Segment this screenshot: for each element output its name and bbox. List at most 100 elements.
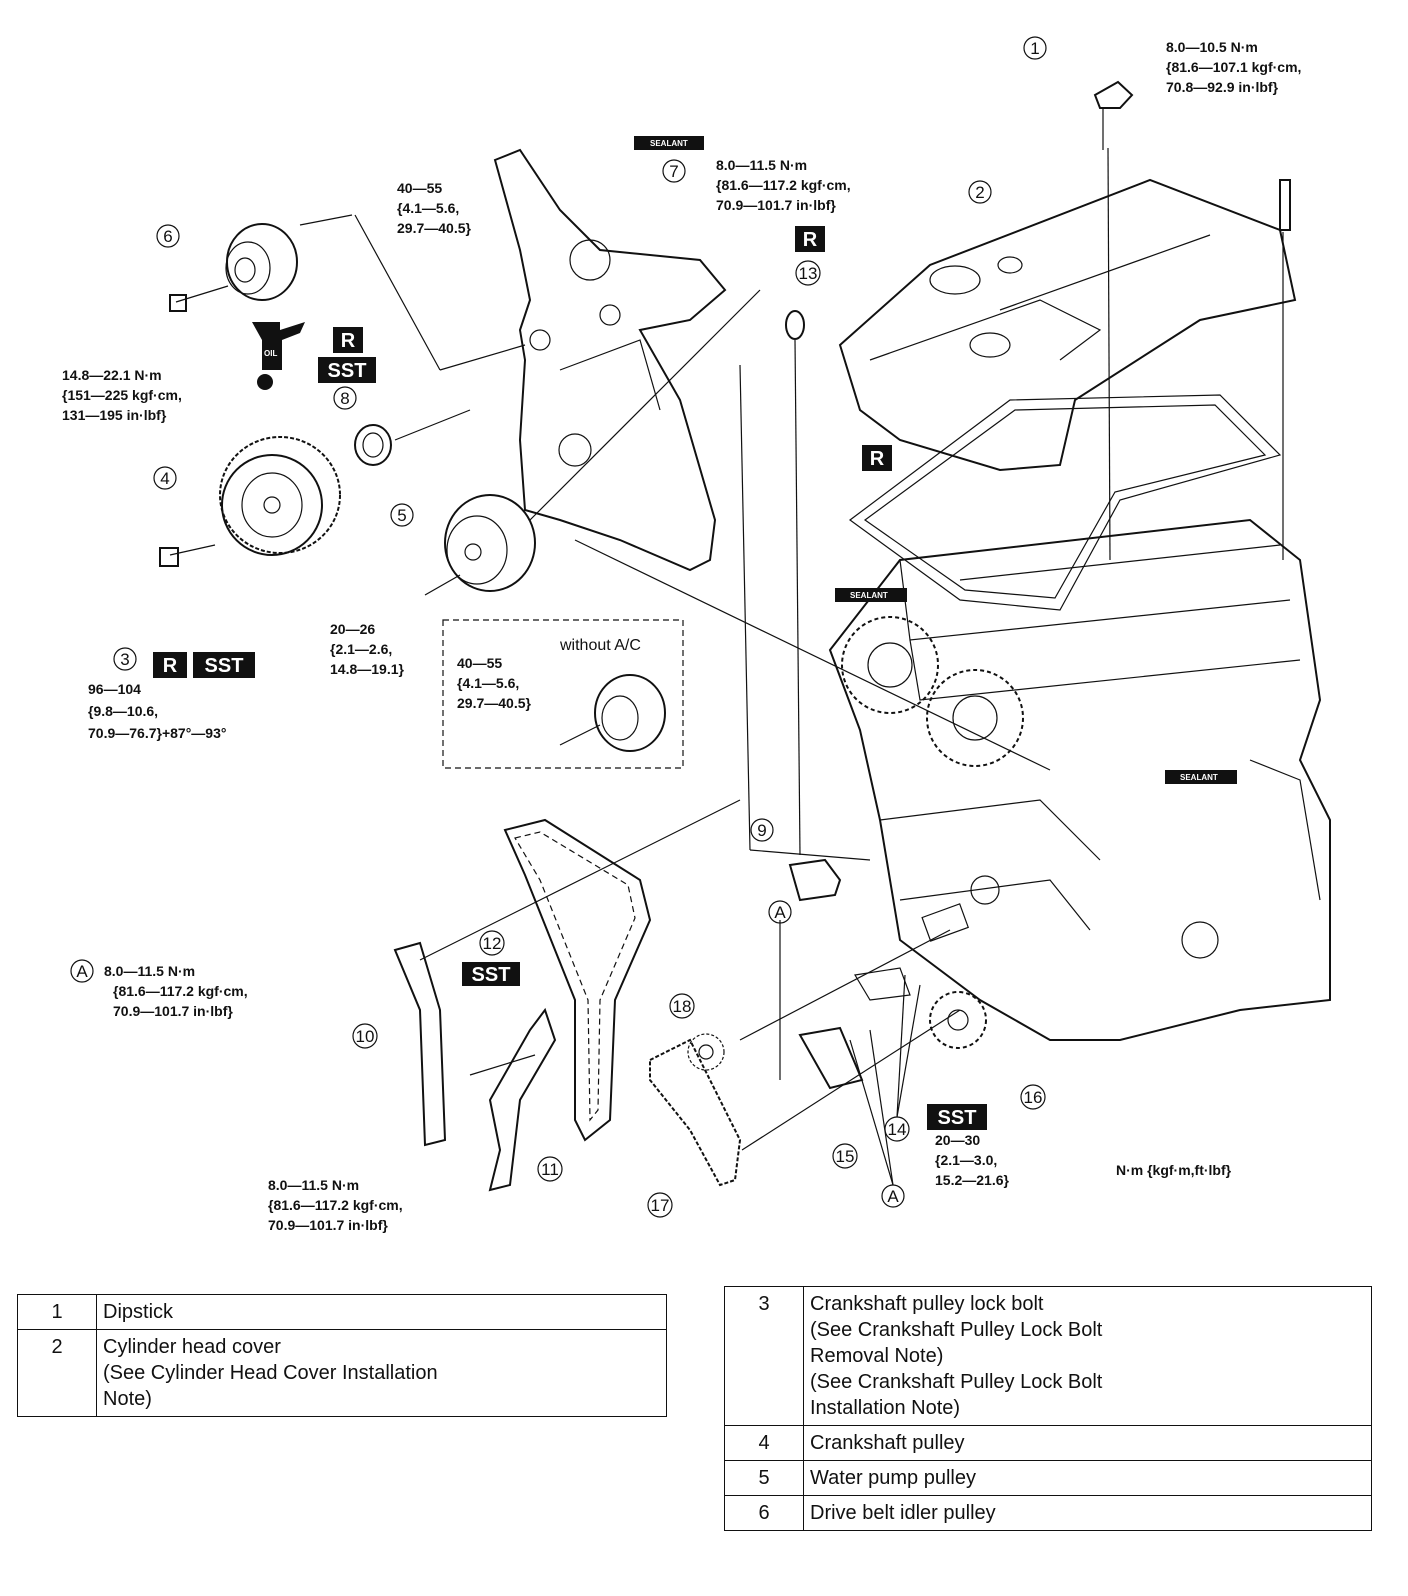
head-cover-gasket-drawing [848, 394, 1282, 611]
callout-6: 6 [156, 224, 180, 248]
callout-17: 17 [647, 1192, 673, 1218]
torque-crank-bolt-3: 96—104{9.8—10.6,70.9—76.7}+87°—93° [88, 681, 226, 741]
legend-num: 2 [17, 1329, 97, 1417]
svg-text:17: 17 [651, 1196, 670, 1215]
water-pump-pulley-drawing [424, 494, 536, 596]
callout-15: 15 [832, 1143, 858, 1169]
table-row: 1 Dipstick [17, 1294, 667, 1330]
legend-table-left: 1 Dipstick 2 Cylinder head cover (See Cy… [17, 1294, 667, 1417]
svg-text:R: R [341, 330, 356, 352]
legend-num: 3 [724, 1286, 804, 1426]
oil-pump-chain-parts-drawing [687, 858, 987, 1090]
svg-text:R: R [870, 448, 885, 470]
legend-desc: Crankshaft pulley lock bolt (See Cranksh… [803, 1286, 1372, 1426]
without-ac-idler-pulley-drawing [442, 619, 684, 769]
svg-text:13: 13 [799, 264, 818, 283]
legend-desc: Water pump pulley [803, 1460, 1372, 1496]
legend-desc: Dipstick [96, 1294, 667, 1330]
callout-12: 12 [479, 930, 505, 956]
leader-lines [354, 214, 1051, 1151]
callout-14: 14 [884, 1116, 910, 1142]
exploded-view-diagram: 1 2 3 4 5 6 7 8 9 10 11 12 13 14 15 16 1… [62, 36, 1331, 1233]
tag-sealant-7: SEALANT [634, 136, 704, 150]
callout-numbers: 1 2 3 4 5 6 7 8 9 10 11 12 13 14 15 16 1… [70, 36, 1047, 1218]
callout-3: 3 [113, 647, 137, 671]
svg-text:3: 3 [120, 650, 129, 669]
tensioner-arm-drawing [469, 1007, 557, 1192]
svg-text:R: R [163, 655, 178, 677]
torque-water-pump-5: 20—26{2.1—2.6,14.8—19.1} [330, 621, 404, 677]
svg-text:A: A [887, 1187, 899, 1206]
crankshaft-pulley-drawing [159, 436, 341, 567]
table-row: 2 Cylinder head cover (See Cylinder Head… [17, 1329, 667, 1417]
tag-SST-16: SST [927, 1104, 987, 1130]
callout-11: 11 [537, 1156, 563, 1182]
timing-chain-drawing [503, 818, 652, 1142]
without-ac-label: without A/C [559, 637, 641, 654]
front-oil-seal-drawing [354, 424, 392, 466]
svg-text:2: 2 [975, 183, 984, 202]
engine-block-drawing [828, 518, 1331, 1041]
callout-A-legend: A [70, 959, 94, 983]
svg-text:8: 8 [340, 389, 349, 408]
oil-can-icon: OIL [252, 322, 305, 390]
table-row: 3 Crankshaft pulley lock bolt (See Crank… [724, 1286, 1372, 1426]
legend-num: 4 [724, 1425, 804, 1461]
legend-desc: Cylinder head cover (See Cylinder Head C… [96, 1329, 667, 1417]
stud-bolt-drawing [1279, 179, 1291, 560]
torque-guide-10: 8.0—11.5 N·m{81.6—117.2 kgf·cm,70.9—101.… [268, 1177, 403, 1233]
svg-text:R: R [803, 229, 818, 251]
oil-pump-chain-drawing [649, 1038, 742, 1187]
callout-5: 5 [390, 503, 414, 527]
tag-R-gasket: R [862, 445, 892, 471]
legend-num: 6 [724, 1495, 804, 1531]
camshaft-sprockets-drawing [841, 616, 1024, 767]
tag-R-13: R [795, 226, 825, 252]
legend-table-right: 3 Crankshaft pulley lock bolt (See Crank… [724, 1286, 1372, 1531]
svg-text:A: A [774, 903, 786, 922]
torque-A: 8.0—11.5 N·m{81.6—117.2 kgf·cm,70.9—101.… [104, 963, 248, 1019]
torque-idler-6: 14.8—22.1 N·m{151—225 kgf·cm,131—195 in·… [62, 367, 182, 423]
svg-text:SEALANT: SEALANT [850, 591, 888, 600]
tag-sealant-head: SEALANT [835, 588, 907, 602]
callout-A-1: A [768, 900, 792, 924]
table-row: 4 Crankshaft pulley [724, 1425, 1372, 1461]
callout-8: 8 [333, 386, 357, 410]
svg-text:SEALANT: SEALANT [650, 139, 688, 148]
torque-sprocket-16: 20—30{2.1—3.0,15.2—21.6} [935, 1132, 1009, 1188]
callout-16: 16 [1020, 1084, 1046, 1110]
unit-note: N·m {kgf·m,ft·lbf} [1116, 1162, 1232, 1178]
callout-18: 18 [669, 993, 695, 1019]
svg-text:14: 14 [888, 1120, 907, 1139]
tag-SST-12: SST [462, 962, 520, 986]
callout-7: 7 [662, 159, 686, 183]
legend-num: 1 [17, 1294, 97, 1330]
spec-tags: R R SST R SST R SST SST SEALANT SEALANT … [153, 136, 1237, 1130]
legend-num: 5 [724, 1460, 804, 1496]
table-row: 5 Water pump pulley [724, 1460, 1372, 1496]
svg-text:1: 1 [1030, 39, 1039, 58]
tag-R-3: R [153, 652, 187, 678]
svg-text:SST: SST [328, 360, 367, 382]
svg-text:11: 11 [541, 1160, 559, 1179]
svg-text:18: 18 [673, 997, 692, 1016]
legend-desc: Crankshaft pulley [803, 1425, 1372, 1461]
svg-text:OIL: OIL [264, 349, 277, 358]
callout-A-2: A [881, 1184, 905, 1208]
svg-text:SST: SST [938, 1107, 977, 1129]
tag-R-8: R [333, 327, 363, 353]
svg-text:12: 12 [483, 934, 502, 953]
table-row: 6 Drive belt idler pulley [724, 1495, 1372, 1531]
svg-text:SST: SST [205, 655, 244, 677]
idler-pulley-6-drawing [169, 214, 353, 312]
callout-2: 2 [968, 180, 992, 204]
callout-1: 1 [1023, 36, 1047, 60]
svg-text:15: 15 [836, 1147, 855, 1166]
svg-text:9: 9 [757, 821, 766, 840]
callout-13: 13 [795, 260, 821, 286]
svg-text:4: 4 [160, 469, 169, 488]
cylinder-head-cover-drawing [838, 178, 1297, 472]
torque-cover-bolt: 40—55{4.1—5.6,29.7—40.5} [397, 180, 471, 236]
torque-labels: 8.0—10.5 N·m{81.6—107.1 kgf·cm,70.8—92.9… [62, 39, 1301, 1233]
svg-text:A: A [76, 962, 88, 981]
